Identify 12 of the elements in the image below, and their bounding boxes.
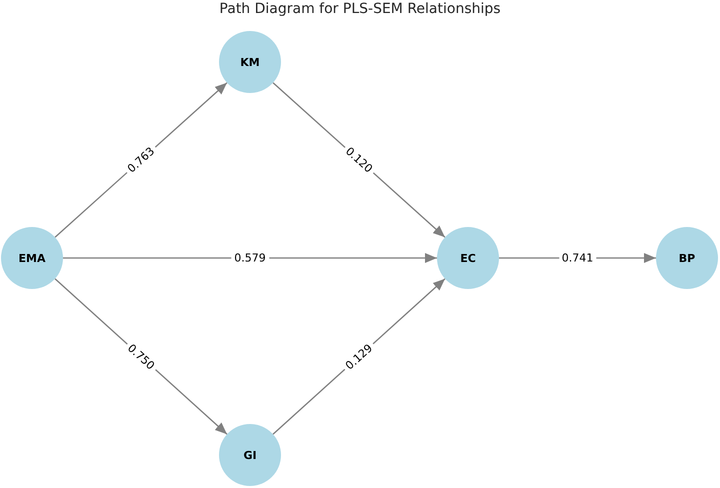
node-label: GI [243, 448, 257, 462]
edge-label: 0.579 [231, 252, 269, 264]
arrow [63, 253, 437, 263]
node-label: EMA [18, 252, 46, 264]
node-label: EC [460, 252, 476, 264]
construct-circle [219, 31, 281, 93]
node-label: BP [678, 252, 696, 264]
edge-label: 0.741 [558, 252, 596, 264]
construct-circle [219, 424, 281, 486]
construct-circle [437, 227, 499, 289]
node-label: KM [240, 56, 260, 68]
diagram-title: Path Diagram for PLS-SEM Relationships [219, 0, 501, 18]
